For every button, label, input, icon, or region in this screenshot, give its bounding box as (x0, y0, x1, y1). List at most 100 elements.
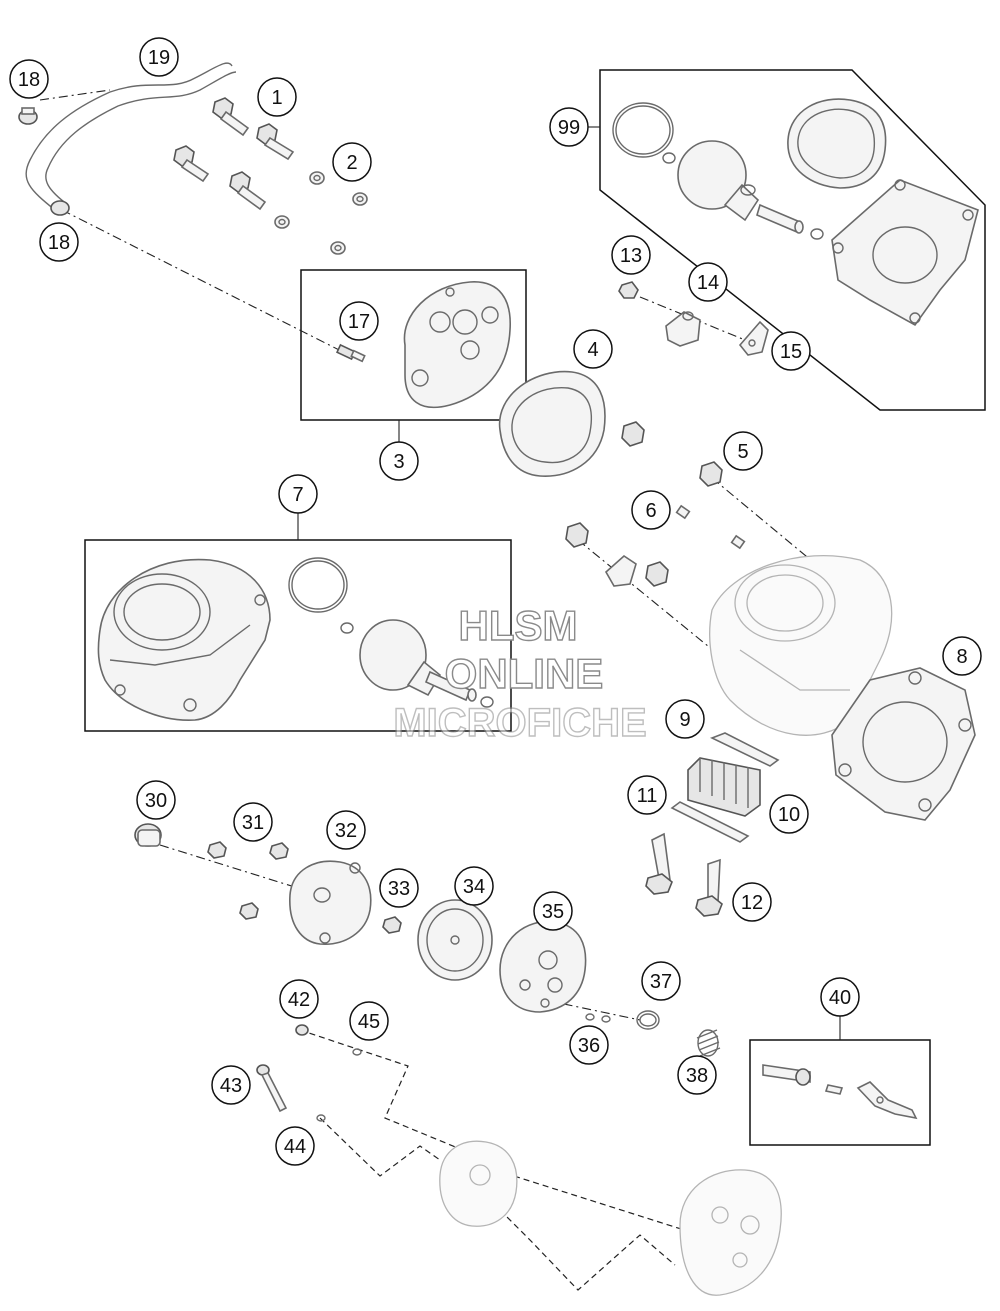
callout-label: 38 (686, 1065, 708, 1087)
cylinder-circlip (340, 622, 354, 634)
long-screw (256, 1064, 288, 1113)
callout-42: 42 (279, 979, 319, 1019)
callout-8: 8 (942, 636, 982, 676)
leader-lines (39, 89, 866, 1291)
callout-30: 30 (136, 780, 176, 820)
valve-shaft (762, 1064, 811, 1086)
socket-screw (295, 1024, 309, 1036)
nut (621, 421, 645, 447)
hose-clamp-lower (50, 200, 70, 216)
washer (309, 171, 325, 185)
callout-17: 17 (339, 301, 379, 341)
callout-label: 18 (48, 232, 70, 254)
callout-38: 38 (677, 1055, 717, 1095)
callout-label: 45 (358, 1011, 380, 1033)
kit-head-gasket (787, 98, 887, 189)
watermark-line-3: MICROFICHE (393, 701, 646, 745)
callout-15: 15 (771, 331, 811, 371)
cylinder-head-frame (300, 269, 527, 421)
spring (696, 1029, 721, 1057)
callout-label: 1 (271, 87, 282, 109)
nut-small (382, 916, 402, 934)
cover-screw (239, 902, 259, 920)
circlip (810, 228, 824, 240)
callout-10: 10 (769, 794, 809, 834)
callout-label: 32 (335, 820, 357, 842)
coolant-hose (25, 62, 237, 211)
cover-screw (269, 842, 289, 860)
callout-13: 13 (611, 235, 651, 275)
small-washer (585, 1013, 611, 1023)
cap-nut (134, 823, 162, 847)
callout-18-lower: 18 (39, 222, 79, 262)
cylinder-piston-ring (288, 557, 348, 613)
tab-washer (604, 554, 637, 587)
callout-37: 37 (641, 961, 681, 1001)
watermark: HLSM ONLINE MICROFICHE (393, 601, 648, 745)
callout-label: 10 (778, 804, 800, 826)
head-gasket (498, 370, 606, 477)
piston-pin (756, 203, 804, 234)
callout-label: 42 (288, 989, 310, 1011)
callout-label: 6 (645, 500, 656, 522)
callout-label: 4 (587, 339, 598, 361)
callout-40: 40 (820, 977, 860, 1017)
diaphragm (417, 899, 493, 981)
callout-label: 5 (737, 441, 748, 463)
callout-label: 18 (18, 69, 40, 91)
callout-label: 14 (697, 272, 719, 294)
callout-label: 30 (145, 790, 167, 812)
callout-label: 35 (542, 901, 564, 923)
nut (645, 561, 669, 587)
callout-label: 17 (348, 311, 370, 333)
nut (699, 461, 723, 487)
cylinder-piston-pin (424, 670, 477, 702)
callout-label: 37 (650, 971, 672, 993)
callout-99: 99 (549, 107, 589, 147)
dowel-pin (730, 534, 746, 550)
callout-label: 7 (292, 484, 303, 506)
watermark-line-2: ONLINE (445, 650, 604, 697)
head-bolt (256, 123, 295, 161)
callout-36: 36 (569, 1025, 609, 1065)
callout-9: 9 (665, 699, 705, 739)
callout-4: 4 (573, 329, 613, 369)
callout-label: 33 (388, 878, 410, 900)
piston-kit-frame (599, 69, 986, 411)
hose-clamp-upper (18, 107, 38, 125)
callout-label: 9 (679, 709, 690, 731)
valve-cover-outline (439, 1140, 518, 1227)
reed-block (687, 757, 761, 817)
callout-14: 14 (688, 262, 728, 302)
small-washer (316, 1114, 326, 1122)
flange-screw (695, 858, 723, 917)
callout-label: 12 (741, 892, 763, 914)
circlip (662, 152, 676, 164)
intake-gasket (670, 801, 750, 843)
callout-31: 31 (233, 802, 273, 842)
kit-base-gasket (831, 179, 979, 327)
callout-7: 7 (278, 474, 318, 514)
callout-label: 34 (463, 876, 485, 898)
valve-cover (289, 860, 372, 945)
callout-1: 1 (257, 77, 297, 117)
callout-44: 44 (275, 1126, 315, 1166)
washer (352, 192, 368, 206)
cylinder-circlip (480, 696, 494, 708)
callout-6: 6 (631, 490, 671, 530)
callout-11: 11 (627, 775, 667, 815)
callout-45: 45 (349, 1001, 389, 1041)
head-bolt (173, 145, 210, 183)
callout-label: 44 (284, 1136, 306, 1158)
head-bolt (229, 171, 267, 211)
valve-lever (856, 1081, 918, 1120)
cylinder-outline (709, 554, 893, 736)
cylinder-piston (359, 619, 442, 697)
callout-label: 43 (220, 1075, 242, 1097)
callout-label: 40 (829, 987, 851, 1009)
callout-33: 33 (379, 868, 419, 908)
cylinder-head-outline (679, 1169, 782, 1296)
bracket (665, 311, 701, 347)
head-bolt (212, 97, 250, 137)
